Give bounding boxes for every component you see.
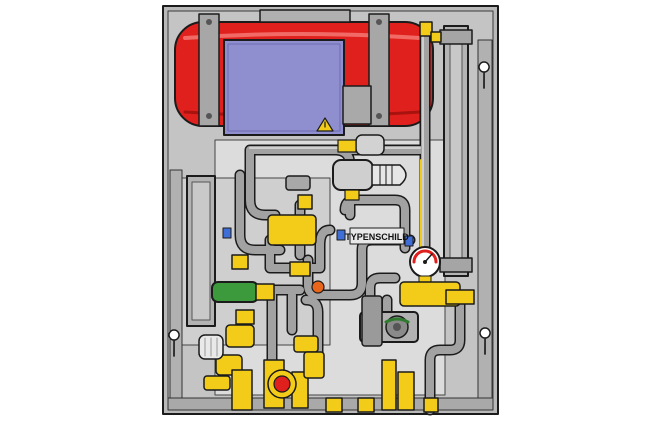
motorized-valve-actuator xyxy=(337,134,385,156)
flow-regulator xyxy=(267,280,325,399)
blue-caps xyxy=(222,227,414,247)
green-valve xyxy=(211,281,275,303)
pressure-gauge-icon xyxy=(409,246,441,285)
plate-heat-exchanger xyxy=(439,25,473,277)
circulation-pump xyxy=(359,295,419,347)
warning-triangle-icon xyxy=(316,117,334,132)
thermostat-head xyxy=(198,334,224,360)
pipework xyxy=(234,24,466,416)
control-box xyxy=(223,39,372,136)
keyhole-icon xyxy=(168,61,491,357)
left-heat-exchanger xyxy=(186,175,216,327)
type-plate: TYPENSCHILD xyxy=(345,227,409,245)
type-plate-label: TYPENSCHILD xyxy=(345,232,409,242)
thermostatic-valve xyxy=(332,159,407,201)
ball-valve-handle xyxy=(285,175,311,191)
brass-fittings xyxy=(203,21,475,413)
